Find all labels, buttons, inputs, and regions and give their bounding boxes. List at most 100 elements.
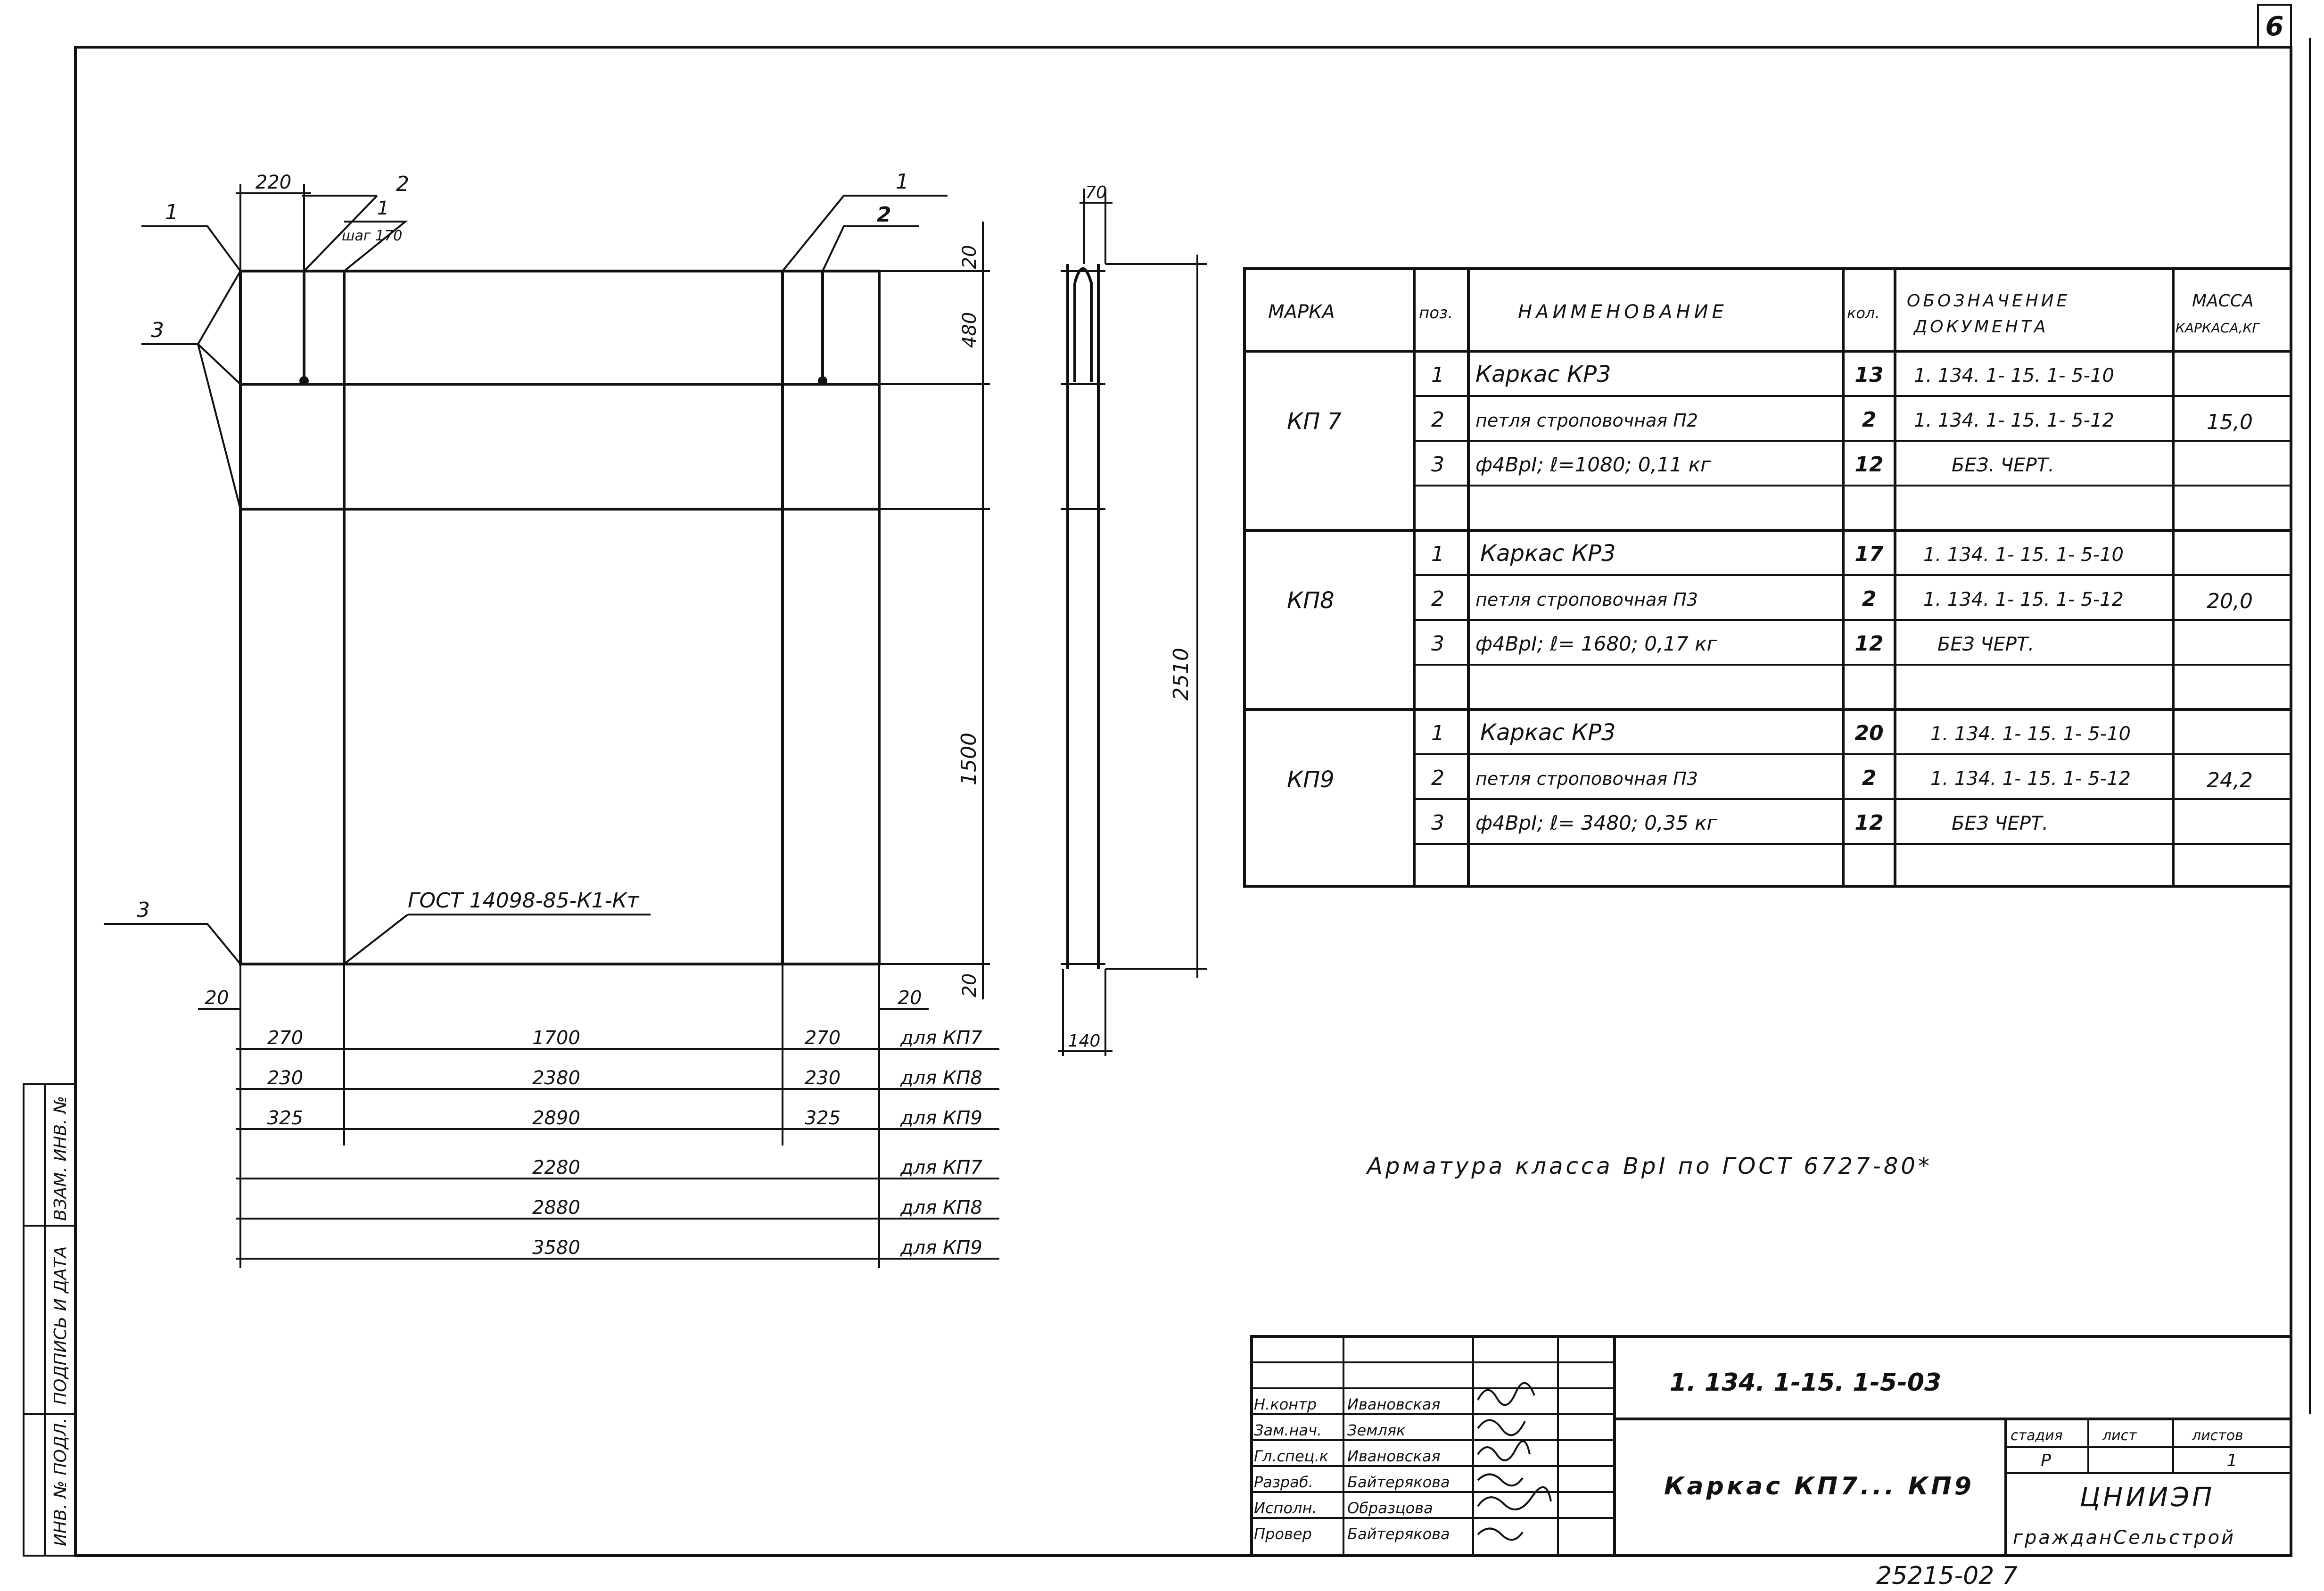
total-row-1: 2280 [532, 1157, 580, 1179]
front-view-dimensions: 220 20 480 1500 20 20 20 [198, 172, 999, 1268]
sig-name-6: Байтерякова [1347, 1525, 1450, 1543]
dim-row-1-c: 270 [805, 1027, 841, 1049]
frame-front-view [239, 270, 881, 965]
header-doc-1: ОБОЗНАЧЕНИЕ [1907, 291, 2070, 311]
archive-number: 25215-02 7 [1876, 1562, 2018, 1590]
g2-r1-qty: 17 [1854, 542, 1884, 566]
g2-r2-pos: 2 [1431, 587, 1444, 611]
g2-r3-doc: БЕЗ ЧЕРТ. [1937, 634, 2034, 655]
header-name: НАИМЕНОВАНИЕ [1518, 301, 1728, 323]
g1-r3-qty: 12 [1854, 453, 1883, 477]
g2-r1-doc: 1. 134. 1- 15. 1- 5-10 [1923, 544, 2124, 566]
g1-r2-doc: 1. 134. 1- 15. 1- 5-12 [1914, 410, 2114, 431]
callout-3-left-top: 3 [151, 318, 164, 342]
dim-side-140: 140 [1068, 1031, 1101, 1051]
sig-name-5: Образцова [1347, 1499, 1433, 1517]
g3-r3-pos: 3 [1431, 811, 1444, 835]
reinforcement-note: Арматура класса ВрI по ГОСТ 6727-80* [1366, 1153, 1932, 1179]
dim-row-1-b: 1700 [532, 1027, 580, 1049]
sig-role-5: Исполн. [1254, 1499, 1317, 1517]
g1-r2-name: петля строповочная П2 [1475, 410, 1698, 431]
dim-20-left: 20 [205, 987, 229, 1009]
dim-side-2510: 2510 [1169, 648, 1193, 701]
group-3-mark: КП9 [1287, 767, 1335, 793]
total-row-2: 2880 [532, 1197, 580, 1219]
page-number: 6 [2266, 11, 2284, 42]
dim-row-2-c: 230 [805, 1067, 841, 1089]
spec-table: МАРКА поз. НАИМЕНОВАНИЕ кол. ОБОЗНАЧЕНИЕ… [1243, 267, 2292, 888]
g1-r3-doc: БЕЗ. ЧЕРТ. [1952, 454, 2054, 476]
g3-r1-qty: 20 [1854, 721, 1883, 745]
sig-role-4: Разраб. [1254, 1473, 1313, 1491]
weld-note: ГОСТ 14098-85-К1-Кт [408, 889, 640, 913]
sheets-header: листов [2192, 1427, 2243, 1444]
header-mass-1: МАССА [2192, 291, 2254, 311]
dim-20-bottom-right: 20 [898, 987, 922, 1009]
g2-r3-pos: 3 [1431, 632, 1444, 656]
dim-row-3-b: 2890 [532, 1107, 580, 1129]
callout-labels: 1 3 3 2 1 шаг 170 1 2 ГОСТ 14098-85-К1-К… [137, 170, 909, 922]
sig-name-1: Ивановская [1347, 1395, 1441, 1413]
g1-r3-name: ф4ВрI; ℓ=1080; 0,11 кг [1475, 453, 1711, 476]
stage-value: Р [2041, 1451, 2051, 1470]
g2-r2-name: петля строповочная П3 [1475, 589, 1698, 610]
side-inv-podl: ИНВ. № ПОДЛ. [51, 1418, 70, 1546]
g3-r3-qty: 12 [1854, 811, 1883, 835]
organization: ЦНИИЭП [2080, 1482, 2215, 1513]
leader-lines [104, 195, 948, 965]
g3-r2-doc: 1. 134. 1- 15. 1- 5-12 [1930, 768, 2131, 790]
organization-sub: гражданСельстрой [2013, 1527, 2235, 1549]
g2-r3-name: ф4ВрI; ℓ= 1680; 0,17 кг [1475, 632, 1718, 655]
total-row-3-label: для КП9 [900, 1237, 982, 1259]
frame-side-view: 70 2510 140 [1058, 183, 1207, 1056]
dim-row-2-a: 230 [267, 1067, 303, 1089]
group-2-mass: 20,0 [2207, 589, 2253, 613]
g2-r1-pos: 1 [1431, 542, 1444, 566]
g2-r3-qty: 12 [1854, 632, 1883, 656]
sig-name-4: Байтерякова [1347, 1473, 1450, 1491]
group-1-mass: 15,0 [2207, 410, 2253, 434]
sig-role-3: Гл.спец.к [1254, 1447, 1329, 1465]
callout-2-right: 2 [877, 203, 891, 227]
header-pos: поз. [1419, 304, 1453, 322]
g1-r1-doc: 1. 134. 1- 15. 1- 5-10 [1914, 365, 2114, 387]
dim-row-3-a: 325 [267, 1107, 303, 1129]
g1-r3-pos: 3 [1431, 453, 1444, 477]
stage-header: стадия [2011, 1427, 2063, 1444]
group-1-mark: КП 7 [1287, 408, 1342, 435]
callout-step: шаг 170 [342, 228, 402, 244]
total-row-3: 3580 [532, 1237, 580, 1259]
dim-1500: 1500 [957, 733, 981, 785]
g3-r2-qty: 2 [1862, 766, 1877, 790]
dim-row-1-a: 270 [267, 1027, 303, 1049]
total-row-1-label: для КП7 [900, 1157, 982, 1179]
side-stamp: ИНВ. № ПОДЛ. ПОДПИСЬ И ДАТА ВЗАМ. ИНВ. № [23, 1083, 76, 1557]
g3-r1-name: Каркас КР3 [1480, 719, 1616, 746]
dim-20-bottom: 20 [959, 973, 981, 997]
title-block: Н.контр Ивановская Зам.нач. Земляк Гл.сп… [1250, 1335, 2292, 1557]
dim-220: 220 [255, 172, 291, 193]
g1-r1-qty: 13 [1854, 363, 1883, 387]
g1-r2-pos: 2 [1431, 408, 1444, 432]
g3-r2-pos: 2 [1431, 766, 1444, 790]
sig-name-3: Ивановская [1347, 1447, 1441, 1465]
g3-r1-doc: 1. 134. 1- 15. 1- 5-10 [1930, 723, 2131, 745]
dim-side-70: 70 [1085, 183, 1107, 202]
header-mass-2: КАРКАСА,КГ [2176, 320, 2260, 336]
g2-r1-name: Каркас КР3 [1480, 540, 1616, 567]
total-row-2-label: для КП8 [900, 1197, 982, 1219]
dim-row-1-label: для КП7 [900, 1027, 982, 1049]
group-3-mass: 24,2 [2207, 768, 2253, 792]
g1-r1-name: Каркас КР3 [1475, 361, 1611, 387]
sheet-header: лист [2102, 1427, 2137, 1444]
side-vzam: ВЗАМ. ИНВ. № [51, 1096, 70, 1221]
g3-r3-doc: БЕЗ ЧЕРТ. [1952, 813, 2048, 834]
dim-480: 480 [959, 312, 981, 348]
g1-r2-qty: 2 [1862, 408, 1877, 432]
side-podpis: ПОДПИСЬ И ДАТА [51, 1246, 70, 1405]
g2-r2-doc: 1. 134. 1- 15. 1- 5-12 [1923, 589, 2124, 610]
callout-1-left: 1 [165, 200, 178, 224]
sheets-value: 1 [2227, 1451, 2238, 1470]
g1-r1-pos: 1 [1431, 363, 1444, 387]
